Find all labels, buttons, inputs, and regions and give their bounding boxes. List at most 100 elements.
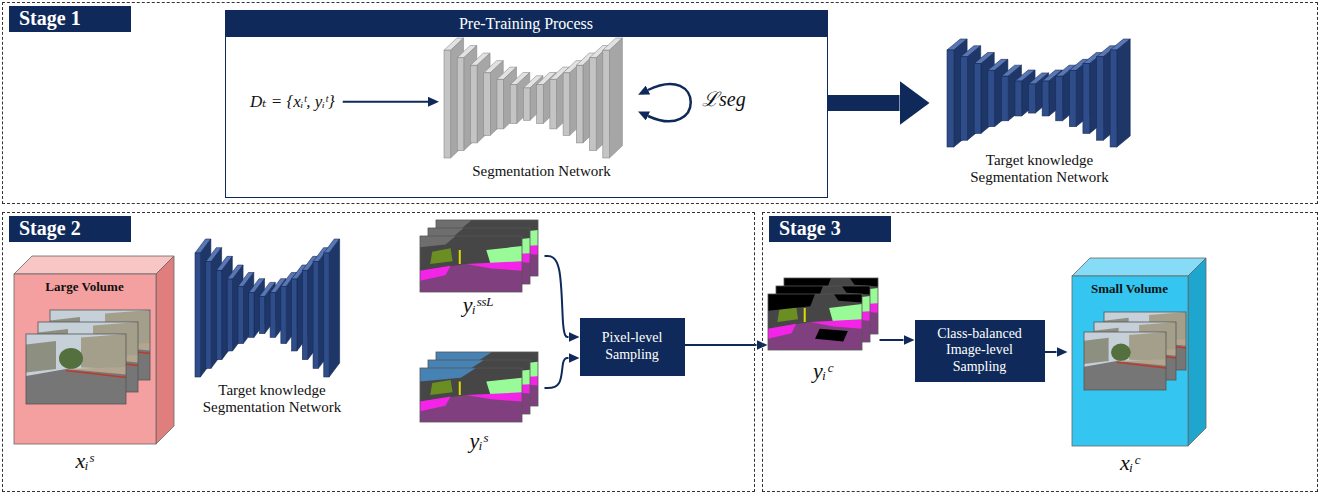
layer-side bbox=[609, 38, 622, 158]
seg-ignored bbox=[768, 294, 815, 311]
layer-side bbox=[504, 67, 517, 129]
layer-front bbox=[313, 261, 318, 368]
input-arrow bbox=[343, 101, 428, 103]
layer-front bbox=[280, 286, 285, 343]
stage-panel: Segmentation Network Pre-Training Process… bbox=[2, 2, 1318, 204]
data-volume: Small Volumexᵢᶜ bbox=[1068, 250, 1218, 486]
flow-arrow bbox=[685, 344, 757, 346]
seg-ignored bbox=[815, 328, 848, 341]
layer-front bbox=[195, 253, 200, 377]
math-label: ℒseg bbox=[702, 88, 746, 111]
layer-front bbox=[1014, 81, 1021, 116]
layer-front bbox=[444, 50, 451, 158]
layer-front bbox=[1069, 70, 1076, 126]
layer-front bbox=[1055, 76, 1062, 121]
layer-front bbox=[1096, 56, 1103, 139]
image-card bbox=[1084, 332, 1166, 390]
image-card bbox=[420, 368, 522, 422]
layer-front bbox=[1110, 50, 1117, 147]
layer-side bbox=[1021, 70, 1034, 116]
layer-front bbox=[550, 79, 557, 129]
seg-sidewalk bbox=[810, 319, 862, 329]
layer-front bbox=[960, 56, 967, 139]
layer-front bbox=[603, 50, 610, 158]
cube-front bbox=[1072, 276, 1188, 446]
seg-ignored bbox=[833, 294, 861, 302]
layer-front bbox=[974, 63, 981, 133]
layer-side bbox=[980, 52, 993, 133]
loss-loop bbox=[648, 84, 691, 121]
math-symbol: yᵢˢˢᴸ bbox=[420, 292, 538, 317]
stage-tab: Stage 1 bbox=[9, 6, 131, 32]
process-label: Pixel-level Sampling bbox=[588, 330, 677, 362]
layer-side bbox=[1008, 65, 1021, 121]
seg-building bbox=[420, 368, 522, 422]
card-border bbox=[26, 334, 126, 404]
math-symbol: xᵢˢ bbox=[14, 448, 156, 473]
photo-curb bbox=[1116, 362, 1165, 368]
seg-sidewalk bbox=[420, 396, 451, 411]
seg-sidewalk bbox=[465, 392, 521, 401]
layer-front bbox=[216, 270, 221, 359]
layer-front bbox=[947, 50, 954, 147]
photo-sky bbox=[1084, 332, 1166, 390]
map-stack: yᵢᶜ bbox=[768, 278, 880, 396]
layer-front bbox=[259, 296, 264, 333]
math-symbol: yᵢᶜ bbox=[768, 358, 878, 383]
layer-front bbox=[237, 286, 242, 343]
seg-ignored bbox=[849, 278, 877, 286]
layer-front bbox=[1001, 76, 1008, 121]
map-stack: yᵢˢˢᴸ bbox=[420, 220, 545, 320]
photo-curb bbox=[66, 370, 126, 377]
seg-sky bbox=[420, 236, 456, 247]
network-label: Segmentation Network bbox=[439, 163, 644, 180]
photo-building bbox=[1129, 332, 1166, 361]
seg-pole bbox=[458, 250, 460, 264]
image-stack bbox=[768, 278, 878, 350]
layer-side bbox=[994, 59, 1007, 126]
stage-panel: Large Volume xᵢˢ Target knowledge Segmenta… bbox=[2, 212, 755, 492]
network-illustration bbox=[947, 39, 1130, 147]
seg-pole bbox=[458, 381, 460, 395]
layer-side bbox=[517, 72, 530, 123]
seg-building bbox=[768, 294, 862, 350]
network-block: Segmentation Network bbox=[439, 37, 644, 187]
layer-side bbox=[232, 265, 243, 351]
cube-top bbox=[1072, 258, 1206, 276]
layer-front bbox=[510, 85, 517, 124]
layer-front bbox=[291, 279, 296, 351]
network-illustration bbox=[444, 38, 622, 158]
process-box: Pixel-level Sampling bbox=[580, 318, 685, 376]
frame-header: Pre-Training Process bbox=[226, 11, 827, 37]
layer-side bbox=[477, 53, 490, 143]
photo-building bbox=[26, 341, 56, 373]
photo-sky bbox=[26, 334, 126, 404]
cube-side bbox=[1188, 258, 1206, 446]
flow-arrow bbox=[880, 339, 904, 341]
stage-panel: yᵢᶜClass-balanced Image-level SamplingSm… bbox=[762, 212, 1318, 492]
layer-side bbox=[243, 272, 254, 343]
image-stack bbox=[420, 220, 538, 292]
photo-tree bbox=[59, 348, 83, 369]
image-card bbox=[26, 334, 126, 404]
flow-arrow bbox=[828, 95, 900, 111]
map-stack: yᵢˢ bbox=[420, 352, 545, 460]
photo-building bbox=[81, 334, 126, 369]
network-block: Target knowledge Segmentation Network bbox=[930, 38, 1150, 200]
math-symbol: yᵢˢ bbox=[420, 428, 538, 453]
seg-vegetation bbox=[430, 379, 452, 394]
layer-front bbox=[590, 58, 597, 151]
volume-label: Large Volume bbox=[14, 280, 156, 295]
seg-sidewalk bbox=[465, 261, 521, 271]
image-card bbox=[420, 236, 522, 292]
network-block: Target knowledge Segmentation Network bbox=[185, 238, 360, 438]
math-label: Dₜ = {xᵢᵗ, yᵢᵗ} bbox=[250, 92, 335, 112]
cube-side bbox=[156, 256, 174, 444]
card-border bbox=[420, 368, 522, 422]
flow-arrow bbox=[1045, 351, 1057, 353]
layer-side bbox=[1116, 39, 1129, 147]
stage-tab: Stage 3 bbox=[769, 216, 891, 242]
stage-tab: Stage 2 bbox=[9, 216, 131, 242]
card-border bbox=[420, 236, 522, 292]
layer-front bbox=[1082, 63, 1089, 133]
